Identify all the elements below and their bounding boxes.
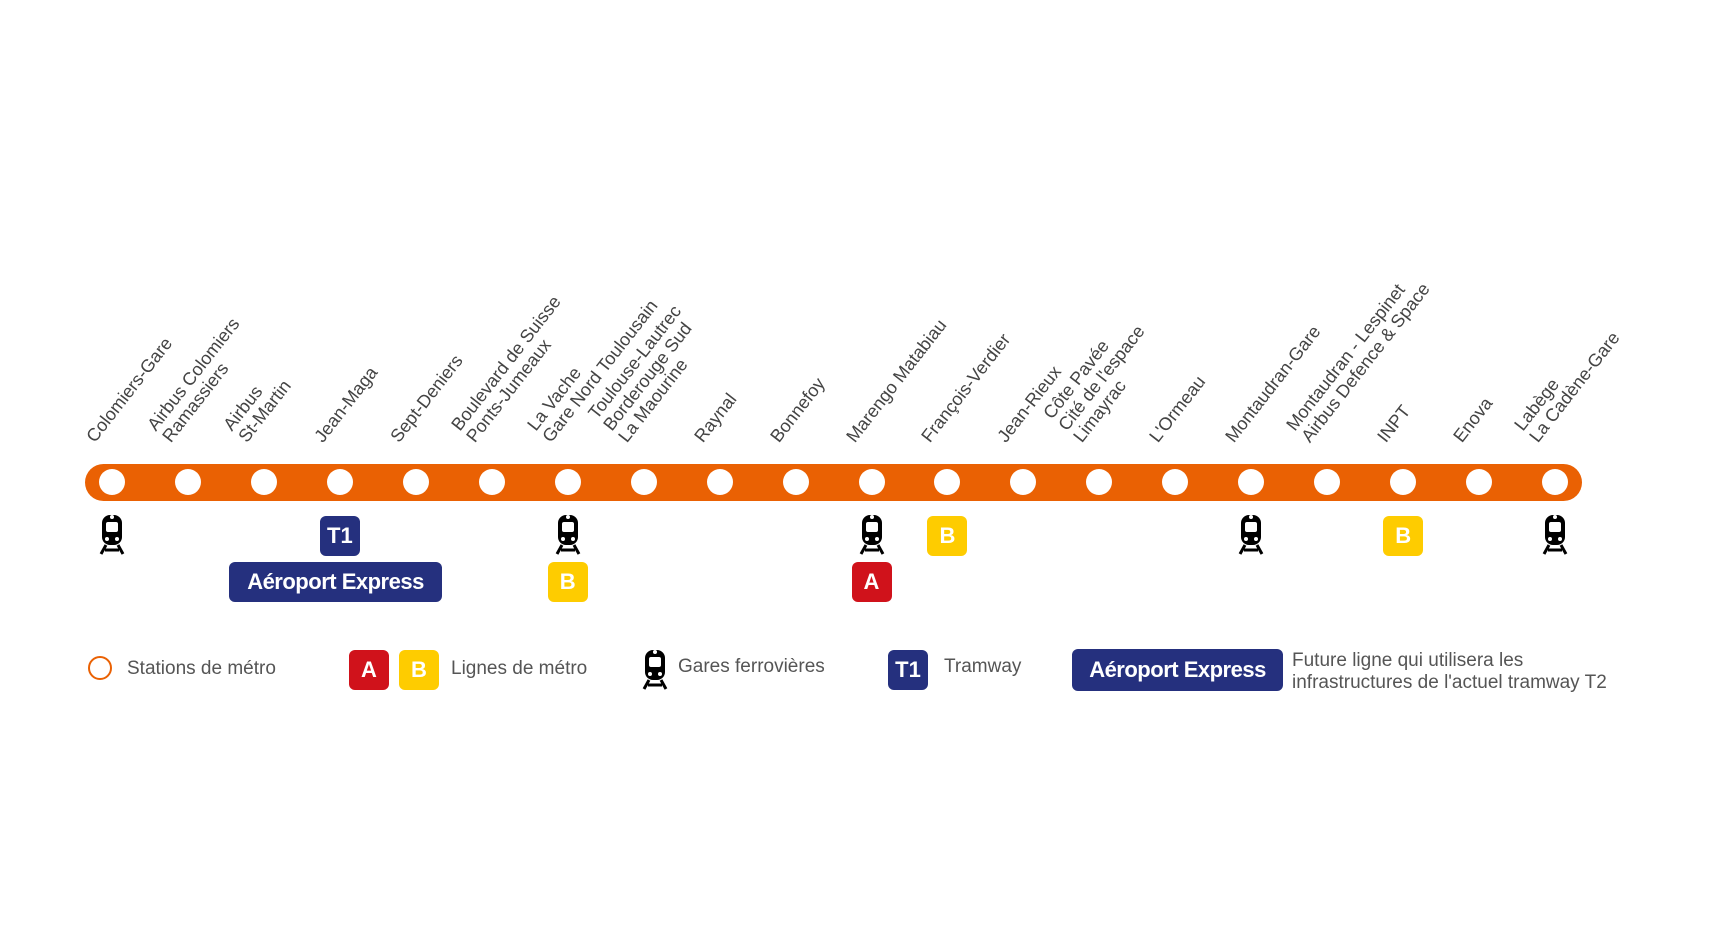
station-marker[interactable] (630, 469, 657, 495)
line-b-badge: B (1383, 516, 1424, 556)
legend-future-line-1: Future ligne qui utilisera les (1292, 650, 1524, 671)
station-label: INPT (1373, 401, 1415, 446)
station-label: Raynal (689, 389, 741, 446)
station-name-line: Bonnefoy (765, 373, 829, 446)
station-marker[interactable] (1542, 469, 1569, 495)
station-marker[interactable] (402, 469, 429, 495)
station-marker[interactable] (1238, 469, 1265, 495)
aeroport-express-badge: Aéroport Express (229, 562, 442, 602)
station-name-line: Enova (1449, 393, 1497, 446)
station-marker[interactable] (554, 469, 581, 495)
station-label: Jean-Maga (310, 362, 382, 446)
line-a-badge: A (851, 562, 892, 602)
train-station-icon (555, 513, 581, 555)
station-marker[interactable] (326, 469, 353, 495)
station-marker[interactable] (706, 469, 733, 495)
legend-future-label: Future ligne qui utilisera les infrastru… (1292, 650, 1607, 694)
station-name-line: Sept-Deniers (386, 350, 467, 446)
station-marker[interactable] (1162, 469, 1189, 495)
station-label: Sept-Deniers (386, 350, 467, 446)
station-name-line: INPT (1373, 401, 1415, 446)
legend-aeroport-express-badge: Aéroport Express (1072, 649, 1283, 691)
station-marker[interactable] (1010, 469, 1037, 495)
station-marker[interactable] (934, 469, 961, 495)
legend-t1-badge: T1 (888, 650, 928, 690)
station-marker[interactable] (1314, 469, 1341, 495)
train-station-icon (1238, 513, 1264, 555)
legend-line-a-badge: A (349, 650, 389, 690)
legend-station-circle-icon (88, 656, 112, 680)
station-name-line: L'Ormeau (1145, 371, 1210, 446)
station-marker[interactable] (858, 469, 885, 495)
line-b-badge: B (927, 516, 968, 556)
legend-gares-label: Gares ferrovières (678, 656, 825, 677)
station-marker[interactable] (1086, 469, 1113, 495)
station-label: Bonnefoy (765, 373, 829, 446)
train-station-icon (99, 513, 125, 555)
legend-stations-label: Stations de métro (127, 658, 276, 679)
station-label: L'Ormeau (1145, 371, 1210, 446)
train-station-icon (1542, 513, 1568, 555)
legend-line-b-badge: B (399, 650, 439, 690)
station-marker[interactable] (1466, 469, 1493, 495)
station-name-line: Airbus Defence & Space (1297, 279, 1434, 446)
legend-future-line-2: infrastructures de l'actuel tramway T2 (1292, 672, 1607, 693)
legend-tramway-label: Tramway (944, 656, 1022, 677)
station-marker[interactable] (782, 469, 809, 495)
station-marker[interactable] (478, 469, 505, 495)
station-marker[interactable] (174, 469, 201, 495)
legend-train-icon (642, 648, 668, 690)
station-marker[interactable] (1390, 469, 1417, 495)
line-b-badge: B (547, 562, 588, 602)
station-name-line: Jean-Maga (310, 362, 382, 446)
station-label: Enova (1449, 393, 1497, 446)
station-marker[interactable] (99, 469, 125, 495)
legend-lines-label: Lignes de métro (451, 658, 588, 679)
train-station-icon (859, 513, 884, 555)
line-t1-badge: T1 (319, 516, 360, 556)
station-name-line: Raynal (689, 389, 741, 446)
station-marker[interactable] (250, 469, 277, 495)
metro-line-bar (85, 464, 1582, 501)
